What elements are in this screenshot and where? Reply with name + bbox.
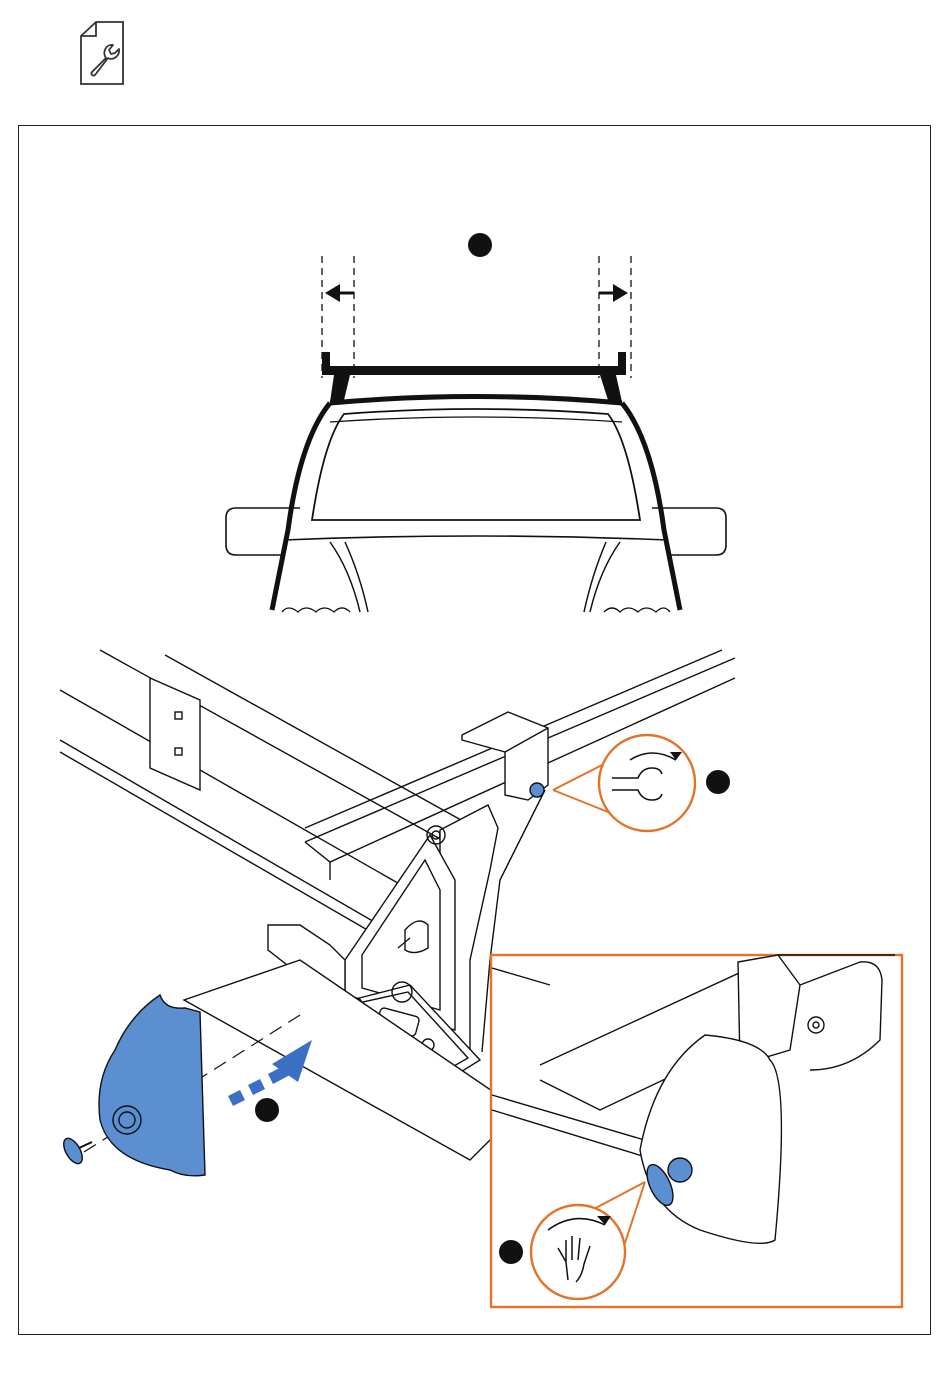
step-marker-4 [499,1240,523,1264]
step-marker-1 [468,233,492,257]
torque-nut [530,783,544,797]
vehicle-front-view [226,256,726,612]
cover-knob [60,1135,92,1166]
left-adjust-arrow [325,284,354,302]
right-adjust-arrow [599,284,628,302]
step-marker-2 [706,770,730,794]
roof-bar [322,366,626,375]
end-cover [99,995,205,1176]
step-marker-3 [255,1098,279,1122]
torque-callout [553,735,695,831]
alignment-guides [322,256,631,378]
insert-direction-arrow [228,1040,312,1106]
